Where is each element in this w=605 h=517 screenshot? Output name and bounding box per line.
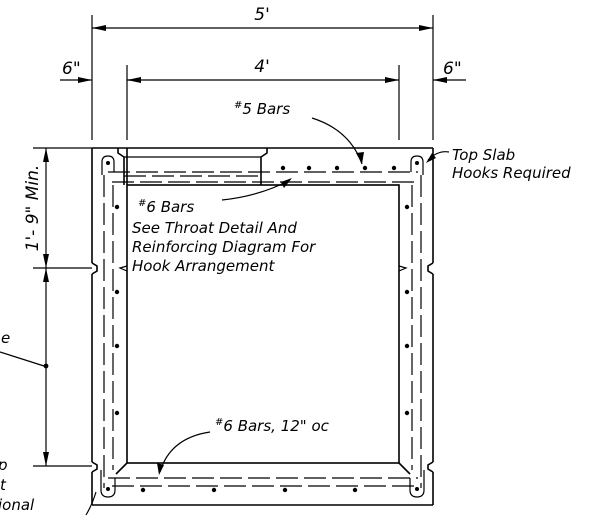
throat-bars-line-2: Reinforcing Diagram For xyxy=(132,238,316,256)
top-bars-text: 5 Bars xyxy=(242,100,290,118)
top-slab-note: Top Slab Hooks Required xyxy=(426,146,571,182)
bottom-bars-text: 6 Bars, 12" oc xyxy=(223,417,329,435)
svg-text:#6 Bars, 12" oc: #6 Bars, 12" oc xyxy=(215,417,330,435)
overall-width-label: 5' xyxy=(254,5,270,25)
vertical-dimensions: 1'- 9" Min. xyxy=(23,147,92,467)
inner-width-label: 4' xyxy=(254,57,270,77)
left-cut-line-3: t xyxy=(0,476,7,494)
left-cut-line-1: e xyxy=(1,329,10,347)
top-slab-line-2: Hooks Required xyxy=(452,164,571,182)
reinforcing-bars xyxy=(100,155,425,498)
box-section xyxy=(91,147,434,506)
left-cut-line-2: p xyxy=(0,456,8,474)
right-wall-label: 6" xyxy=(443,59,462,79)
left-wall-dimension: 6" xyxy=(60,59,140,83)
bottom-bars-hash: # xyxy=(215,417,223,428)
inner-width-dimension: 4' xyxy=(126,57,400,140)
svg-text:#5 Bars: #5 Bars xyxy=(234,100,290,118)
top-bars-note: #5 Bars xyxy=(234,100,364,165)
right-wall-dimension: 6" xyxy=(433,59,466,83)
svg-text:#6 Bars: #6 Bars xyxy=(138,198,194,216)
bottom-bars-note: #6 Bars, 12" oc xyxy=(157,417,330,475)
overall-width-dimension: 5' xyxy=(91,5,434,140)
top-bars-hash: # xyxy=(234,100,242,111)
throat-bars-title: 6 Bars xyxy=(146,198,194,216)
throat-bars-hash: # xyxy=(138,198,146,209)
left-cut-line-4: ional xyxy=(0,496,35,514)
throat-bars-line-1: See Throat Detail And xyxy=(132,219,297,237)
left-cut-notes: e p t ional xyxy=(0,329,97,516)
top-slab-line-1: Top Slab xyxy=(452,146,515,164)
left-wall-label: 6" xyxy=(62,59,81,79)
top-height-label: 1'- 9" Min. xyxy=(23,165,43,252)
throat-bars-line-3: Hook Arrangement xyxy=(132,257,275,275)
throat-bars-note: #6 Bars See Throat Detail And Reinforcin… xyxy=(130,178,316,276)
